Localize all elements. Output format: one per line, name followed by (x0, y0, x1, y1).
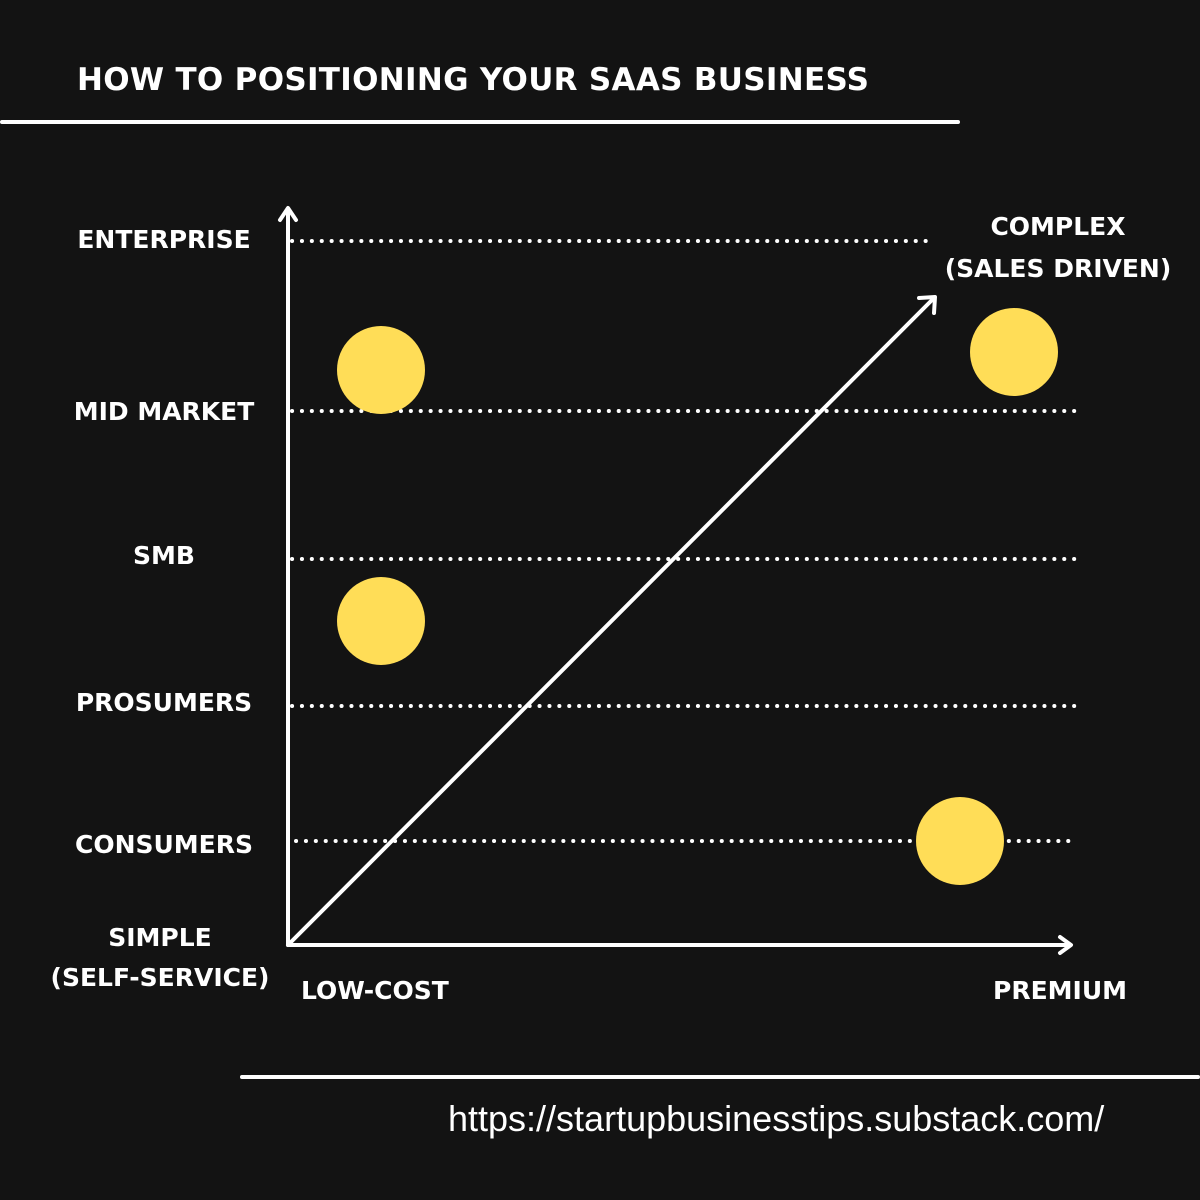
complex-label-line: COMPLEX (990, 212, 1126, 241)
footer-rule (240, 1075, 1200, 1079)
x-axis-arrowhead (1058, 935, 1073, 955)
page-title: HOW TO POSITIONING YOUR SAAS BUSINESS (77, 62, 870, 98)
footer-url[interactable]: https://startupbusinesstips.substack.com… (448, 1098, 1105, 1139)
y-label-mid-market: MID MARKET (73, 397, 255, 426)
position-dot (970, 308, 1058, 396)
x-label-premium: PREMIUM (993, 976, 1128, 1005)
y-axis-top-label: COMPLEX (SALES DRIVEN) (940, 206, 1176, 290)
diagonal-arrow (286, 296, 936, 947)
diagonal-arrowhead (917, 295, 937, 315)
simple-label-line: SIMPLE (108, 923, 212, 952)
simple-label-line: (SELF-SERVICE) (50, 963, 270, 992)
y-label-enterprise: ENTERPRISE (77, 225, 251, 254)
position-dot (337, 577, 425, 665)
position-dot (916, 797, 1004, 885)
y-label-consumers: CONSUMERS (74, 830, 254, 859)
x-label-low-cost: LOW-COST (301, 976, 449, 1005)
y-label-prosumers: PROSUMERS (75, 688, 253, 717)
y-label-smb: SMB (133, 541, 195, 570)
y-axis-arrowhead (278, 206, 298, 222)
complex-label-line: (SALES DRIVEN) (944, 254, 1172, 283)
title-underline (0, 120, 960, 124)
y-axis-bottom-label: SIMPLE (SELF-SERVICE) (40, 918, 280, 998)
position-dot (337, 326, 425, 414)
